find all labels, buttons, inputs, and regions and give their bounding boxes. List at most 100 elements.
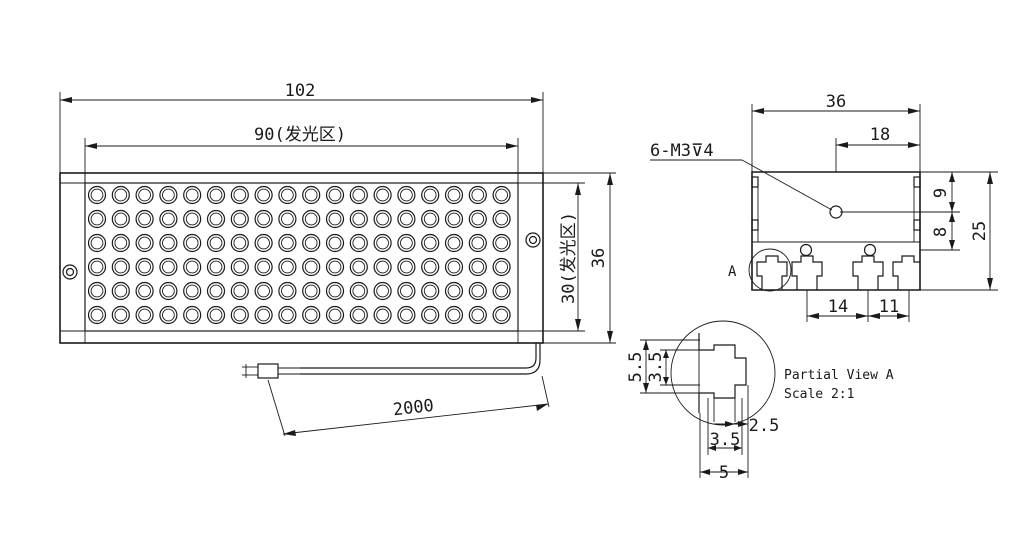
led-inner-ring <box>328 212 342 226</box>
led-inner-ring <box>281 212 294 226</box>
led-lens <box>397 209 416 229</box>
cable <box>242 343 541 379</box>
led-inner-ring <box>304 308 318 322</box>
led-lens <box>254 257 273 277</box>
led-lens <box>421 209 440 229</box>
led-lens <box>444 209 464 229</box>
led-lens <box>254 233 273 253</box>
dim-side-lower: 8 <box>920 212 960 251</box>
led-lens <box>349 281 368 301</box>
led-inner-ring <box>162 284 175 298</box>
led-inner-ring <box>352 308 366 322</box>
led-inner-ring <box>185 284 199 298</box>
t-slot-left <box>756 255 788 290</box>
led-inner-ring <box>447 284 461 298</box>
dim-total-length: 102 <box>59 81 544 173</box>
led-lens <box>421 257 440 277</box>
dim-side-height-label: 25 <box>970 221 990 241</box>
led-inner-ring <box>209 212 223 226</box>
led-inner-ring <box>304 188 318 202</box>
led-lens <box>183 185 202 205</box>
led-inner-ring <box>90 188 104 202</box>
led-lens <box>373 209 392 229</box>
led-lens <box>230 257 249 277</box>
led-inner-ring <box>423 236 437 250</box>
partial-view-a: 5.5 3.5 2.5 3.5 <box>626 320 894 483</box>
dim-cable-length-label: 2000 <box>392 396 435 421</box>
led-inner-ring <box>162 308 175 322</box>
led-inner-ring <box>162 236 175 250</box>
led-lens <box>254 185 273 205</box>
led-lens <box>87 257 107 277</box>
led-inner-ring <box>138 212 151 226</box>
led-lens <box>444 257 464 277</box>
led-lens <box>397 233 416 253</box>
led-lens <box>302 185 321 205</box>
led-inner-ring <box>162 212 175 226</box>
dim-side-lower-label: 8 <box>931 227 951 237</box>
led-inner-ring <box>257 308 270 322</box>
hole-left <box>799 243 813 257</box>
led-lens <box>397 281 416 301</box>
led-inner-ring <box>90 260 104 274</box>
led-inner-ring <box>400 236 413 250</box>
led-lens <box>325 305 345 325</box>
led-inner-ring <box>400 212 413 226</box>
led-inner-ring <box>495 284 508 298</box>
view-marker-label: A <box>728 264 737 280</box>
led-inner-ring <box>447 308 461 322</box>
dim-emit-length: 90(发光区) <box>84 125 519 183</box>
led-inner-ring <box>328 236 342 250</box>
screw-left <box>62 264 78 280</box>
led-lens <box>492 257 511 277</box>
dim-total-height-label: 36 <box>589 248 609 268</box>
led-inner-ring <box>114 308 128 322</box>
led-inner-ring <box>185 308 199 322</box>
dim-side-upper: 9 <box>840 171 960 213</box>
screw-note-label: 6-M3⊽4 <box>650 141 714 161</box>
led-lens <box>302 305 321 325</box>
led-lens <box>87 233 107 253</box>
led-lens <box>111 209 130 229</box>
dim-emit-length-label: 90(发光区) <box>254 125 346 145</box>
dim-side-half: 18 <box>835 125 920 172</box>
led-lens <box>183 281 202 301</box>
led-inner-ring <box>233 260 247 274</box>
led-lens <box>159 257 178 277</box>
pin-left-bottom <box>751 219 759 231</box>
detail-circle <box>670 320 776 426</box>
dim-detail-5: 5 <box>699 385 749 483</box>
led-lens <box>206 281 226 301</box>
led-lens <box>230 185 249 205</box>
led-lens <box>468 257 487 277</box>
pin-right-bottom <box>913 219 921 231</box>
led-inner-ring <box>209 236 223 250</box>
led-inner-ring <box>138 308 151 322</box>
led-lens <box>373 305 392 325</box>
led-inner-ring <box>471 236 485 250</box>
led-lens <box>421 233 440 253</box>
led-lens <box>349 185 368 205</box>
led-lens <box>183 305 202 325</box>
led-inner-ring <box>447 260 461 274</box>
led-lens <box>444 305 464 325</box>
led-inner-ring <box>447 236 461 250</box>
led-lens <box>278 209 297 229</box>
detail-slot-profile <box>698 333 747 413</box>
led-inner-ring <box>233 188 247 202</box>
led-inner-ring <box>423 284 437 298</box>
screw-right <box>525 232 541 248</box>
led-lens <box>87 305 107 325</box>
partial-view-scale: Scale 2:1 <box>784 387 854 402</box>
led-lens <box>302 281 321 301</box>
led-lens <box>373 185 392 205</box>
dim-emit-height: 30(发光区) <box>518 182 585 332</box>
led-lens <box>302 257 321 277</box>
detail-a-marker-circle <box>748 248 792 292</box>
led-inner-ring <box>304 212 318 226</box>
led-inner-ring <box>376 236 389 250</box>
led-inner-ring <box>400 284 413 298</box>
led-inner-ring <box>423 188 437 202</box>
led-inner-ring <box>138 284 151 298</box>
